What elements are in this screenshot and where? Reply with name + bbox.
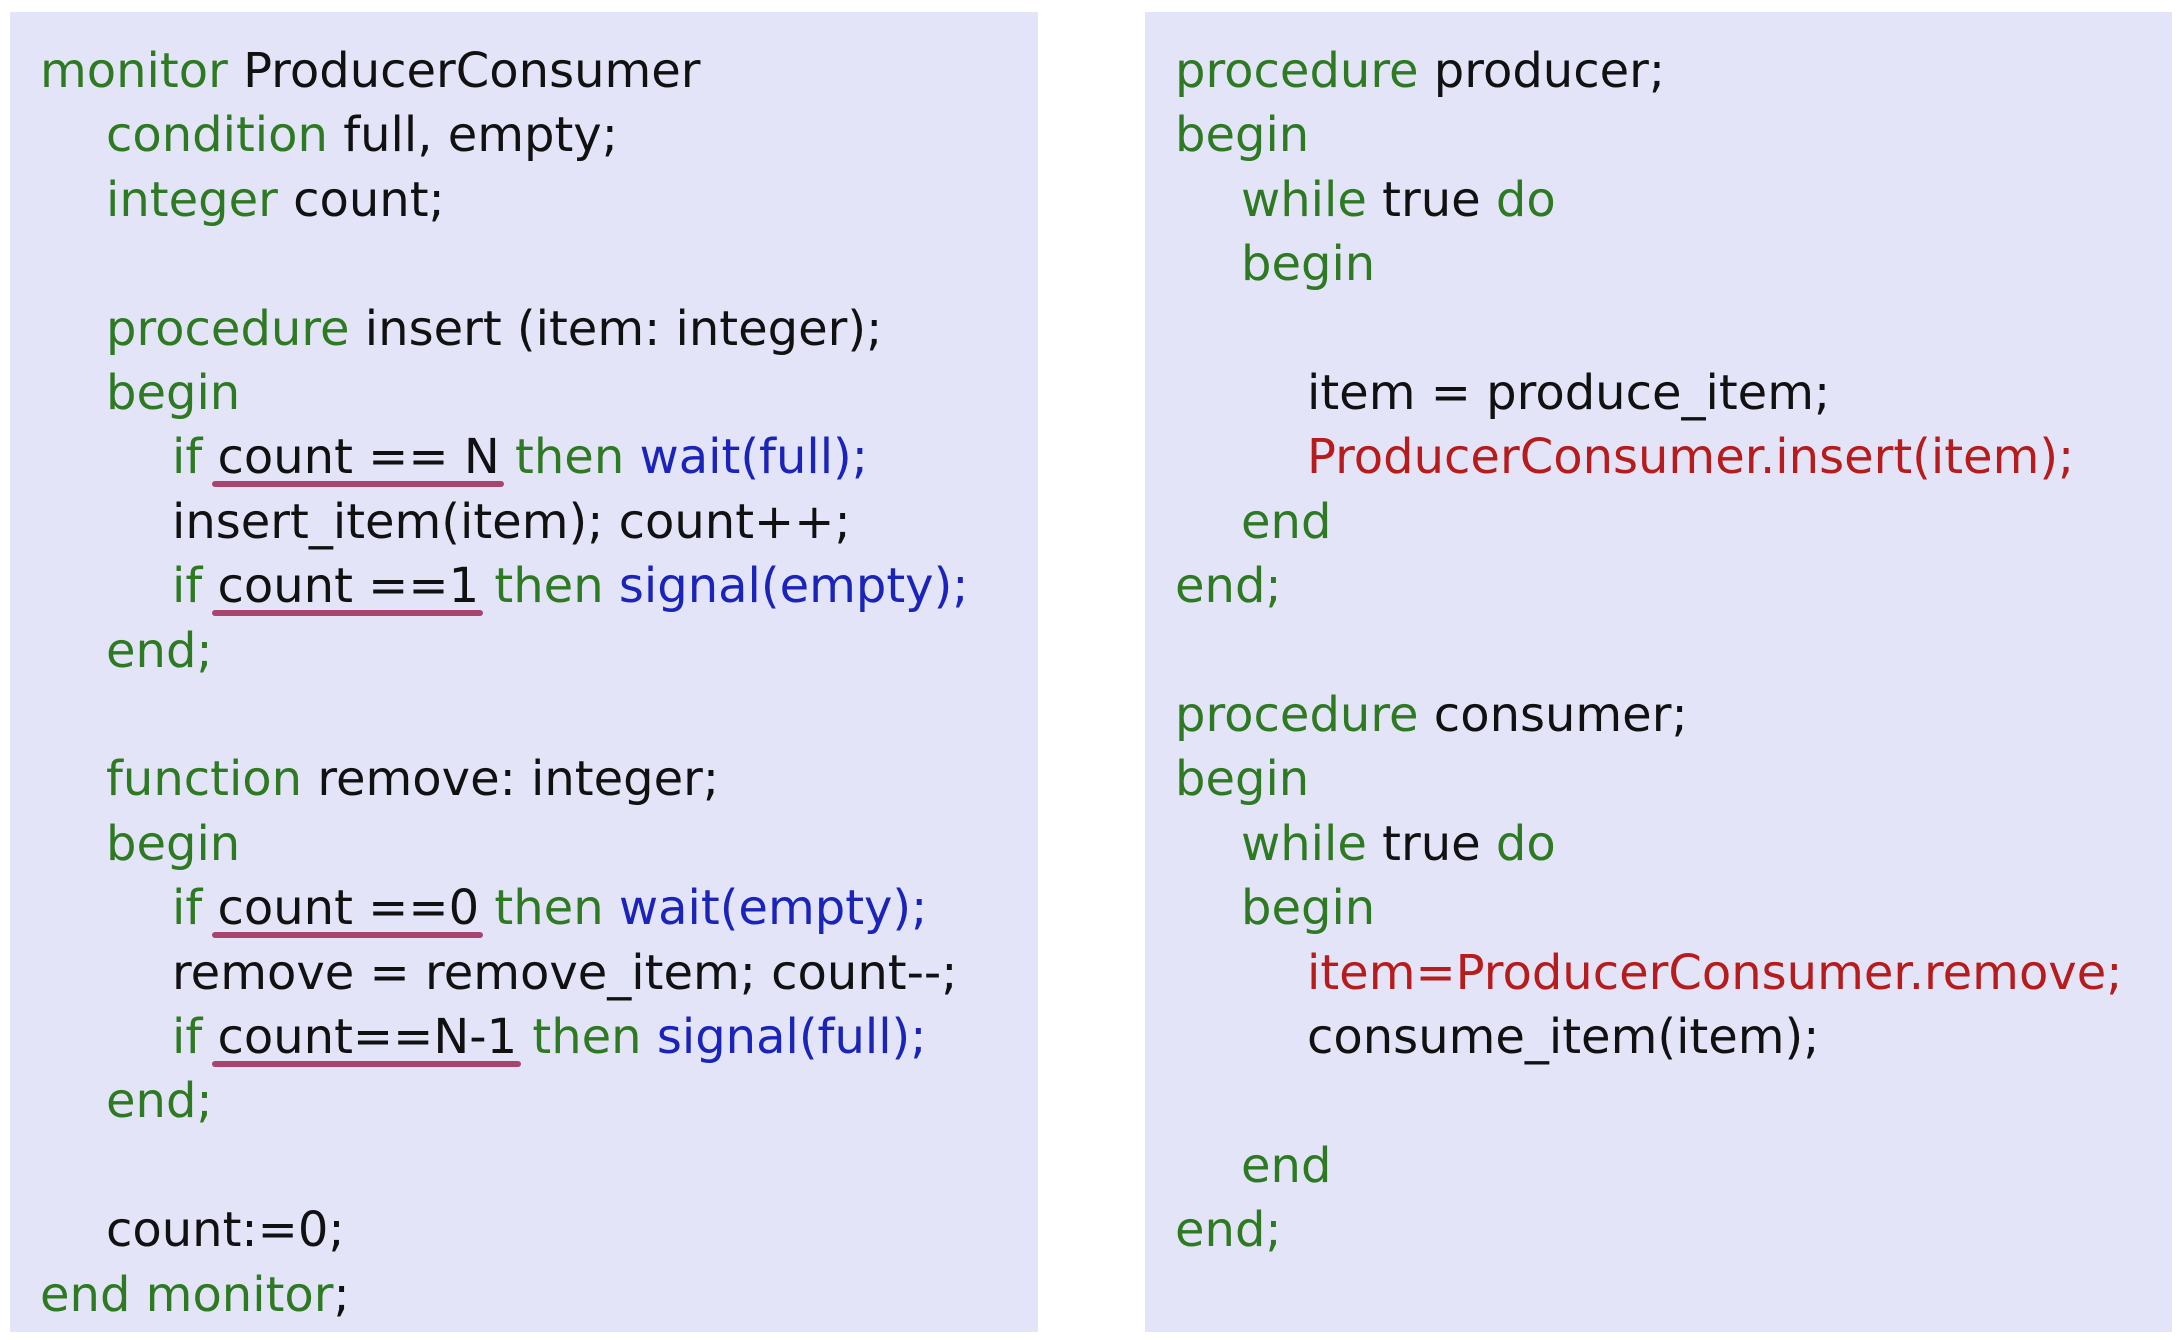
code-token: end;: [1175, 1202, 1282, 1259]
code-token: wait(empty);: [618, 880, 928, 937]
code-token: true: [1366, 815, 1496, 872]
code-line: end;: [1175, 1198, 1282, 1262]
code-line: if count == N then wait(full);: [172, 425, 868, 489]
code-token: then: [479, 558, 619, 615]
code-token: item = produce_item;: [1307, 365, 1831, 421]
condition-underline: [211, 1061, 522, 1067]
code-token: condition: [106, 107, 328, 164]
code-token: signal(full);: [656, 1009, 927, 1065]
code-token: end monitor: [40, 1266, 334, 1323]
code-token: if: [172, 1009, 218, 1065]
code-token: procedure: [106, 300, 350, 357]
code-token: count:=0;: [106, 1202, 345, 1259]
code-line: end;: [106, 619, 213, 683]
code-token: remove: integer;: [302, 751, 720, 808]
code-token: count ==1: [217, 558, 480, 615]
code-line: while true do: [1241, 168, 1556, 232]
code-token: begin: [1175, 751, 1310, 808]
condition-underline: [211, 610, 484, 617]
code-token: begin: [106, 365, 241, 421]
code-line: end: [1241, 490, 1331, 554]
code-line: if count ==1 then signal(empty);: [172, 554, 968, 618]
condition-underline: [211, 932, 484, 939]
code-token: integer: [106, 171, 278, 228]
code-token: ;: [333, 1266, 350, 1323]
code-line: condition full, empty;: [106, 103, 618, 167]
code-line: integer count;: [106, 168, 445, 232]
code-token: true: [1366, 171, 1496, 228]
code-token: then: [479, 880, 619, 937]
code-line: end monitor;: [40, 1263, 350, 1327]
code-token: do: [1495, 171, 1556, 228]
code-token: begin: [1241, 880, 1376, 937]
code-token: producer;: [1418, 43, 1666, 99]
code-token: then: [499, 429, 640, 486]
code-token: consume_item(item);: [1307, 1009, 1820, 1065]
code-token: signal(empty);: [618, 558, 969, 615]
code-token: insert_item(item); count++;: [172, 493, 851, 550]
code-token: ProducerConsumer: [227, 43, 701, 99]
code-line: item = produce_item;: [1307, 361, 1830, 425]
code-token: end: [1241, 493, 1332, 550]
code-line: ProducerConsumer.insert(item);: [1307, 425, 2074, 489]
code-token: remove = remove_item; count--;: [172, 944, 958, 1001]
condition-underline: [211, 481, 504, 488]
code-token: if: [172, 429, 218, 486]
code-line: if count==N-1 then signal(full);: [172, 1005, 926, 1069]
code-token: count==N-1: [217, 1009, 518, 1065]
code-line: count:=0;: [106, 1198, 345, 1262]
code-token: while: [1241, 171, 1367, 228]
code-token: insert (item: integer);: [349, 300, 883, 357]
code-line: monitor ProducerConsumer: [40, 39, 701, 103]
code-token: count == N: [217, 429, 500, 486]
code-line: begin: [106, 812, 240, 876]
code-line: consume_item(item);: [1307, 1005, 1819, 1069]
code-line: function remove: integer;: [106, 747, 719, 811]
code-token: end: [1241, 1137, 1332, 1194]
code-line: begin: [1241, 232, 1375, 296]
code-line: end;: [106, 1069, 213, 1133]
code-line: if count ==0 then wait(empty);: [172, 876, 927, 940]
code-token: do: [1495, 815, 1556, 872]
code-token: item=ProducerConsumer.remove;: [1307, 944, 2123, 1001]
code-token: count;: [277, 171, 445, 228]
code-line: procedure producer;: [1175, 39, 1665, 103]
code-token: begin: [106, 815, 241, 872]
code-line: remove = remove_item; count--;: [172, 941, 957, 1005]
code-line: while true do: [1241, 812, 1556, 876]
code-line: end: [1241, 1134, 1331, 1198]
code-line: item=ProducerConsumer.remove;: [1307, 941, 2122, 1005]
code-line: begin: [106, 361, 240, 425]
code-token: monitor: [40, 43, 228, 99]
code-token: while: [1241, 815, 1367, 872]
code-line: procedure consumer;: [1175, 683, 1688, 747]
code-token: end;: [106, 622, 213, 679]
code-line: begin: [1175, 103, 1309, 167]
code-line: end;: [1175, 554, 1282, 618]
code-token: procedure: [1175, 687, 1419, 743]
code-token: if: [172, 880, 218, 937]
code-line: begin: [1175, 747, 1309, 811]
code-token: then: [517, 1009, 657, 1065]
code-token: end;: [1175, 558, 1282, 615]
code-token: procedure: [1175, 43, 1419, 99]
code-token: begin: [1241, 236, 1376, 293]
code-token: consumer;: [1418, 687, 1688, 743]
code-token: function: [106, 751, 303, 808]
code-line: begin: [1241, 876, 1375, 940]
code-line: insert_item(item); count++;: [172, 490, 851, 554]
code-token: wait(full);: [639, 429, 868, 486]
code-token: count ==0: [217, 880, 480, 937]
code-token: end;: [106, 1073, 213, 1130]
code-token: if: [172, 558, 218, 615]
code-token: ProducerConsumer.insert(item);: [1307, 429, 2075, 486]
code-line: procedure insert (item: integer);: [106, 297, 882, 361]
code-token: begin: [1175, 107, 1310, 164]
code-token: full, empty;: [327, 107, 618, 164]
